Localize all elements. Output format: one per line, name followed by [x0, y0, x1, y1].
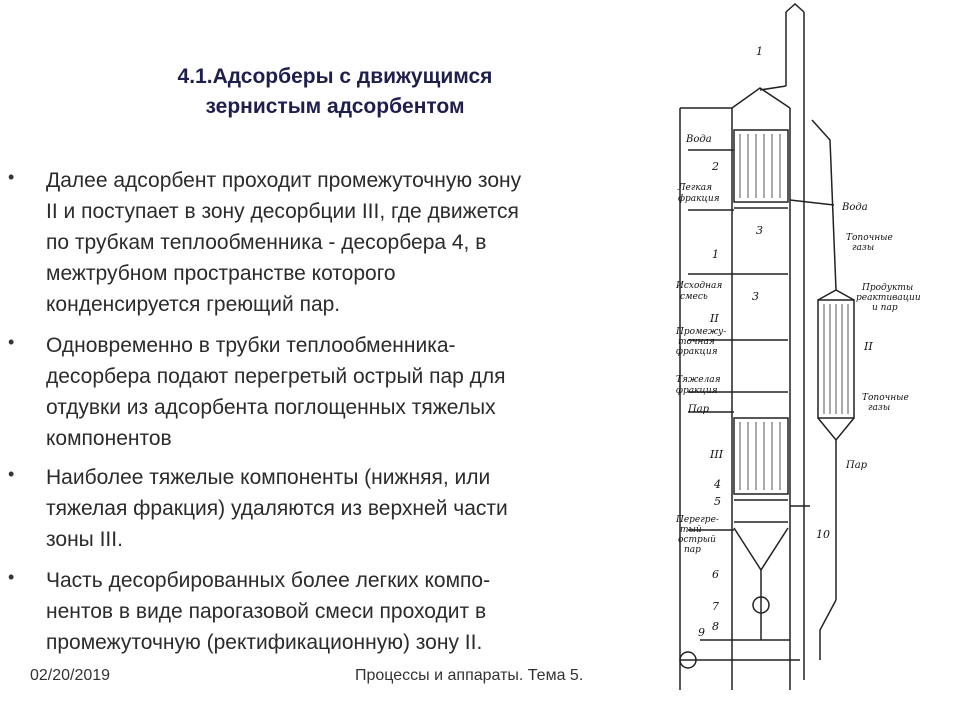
bullet-item-1: Далее адсорбент проходит промежуточную з… — [46, 165, 656, 320]
label-superheated-steam: пар — [684, 545, 701, 555]
bullet-item-3: Наиболее тяжелые компоненты (нижняя, или… — [46, 462, 656, 555]
slide-title-line-1: 4.1.Адсорберы с движущимся — [177, 65, 493, 88]
diagram-number: 6 — [712, 568, 719, 581]
slide-title-line-2: зернистым адсорбентом — [205, 95, 465, 118]
label-steam-left: Пар — [687, 404, 710, 415]
footer-date: 02/20/2019 — [30, 667, 111, 684]
bullet-2-line: десорбера подают перегретый острый пар д… — [46, 365, 506, 388]
bullet-3-line: тяжелая фракция) удаляются из верхней ча… — [46, 497, 508, 520]
label-feed-mixture: смесь — [680, 292, 708, 302]
bullet-1-line: Далее адсорбент проходит промежуточную з… — [46, 169, 522, 192]
label-flue-gases-2: газы — [868, 403, 890, 413]
label-reactivation-products: и пар — [872, 303, 898, 313]
label-heavy-fraction: Тяжелая — [676, 375, 721, 385]
slide-title: 4.1.Адсорберы с движущимся зернистым адс… — [80, 62, 590, 122]
label-superheated-steam: острый — [678, 535, 716, 545]
diagram-number: 5 — [714, 495, 721, 508]
bullet-4-line: Часть десорбированных более легких компо… — [46, 569, 491, 592]
bullet-marker: • — [8, 567, 15, 587]
label-reactivation-products: реактивации — [856, 293, 921, 303]
diagram-number: 2 — [711, 160, 719, 173]
label-light-fraction: фракция — [678, 194, 720, 204]
diagram-number: 10 — [816, 528, 830, 541]
bullet-marker: • — [8, 464, 15, 484]
bullet-list: • Далее адсорбент проходит промежуточную… — [8, 165, 656, 658]
label-intermediate-fraction: Промежу- — [675, 327, 726, 337]
bullet-item-2: Одновременно в трубки теплообменника- де… — [46, 330, 656, 454]
label-superheated-steam: Перегре- — [675, 515, 719, 525]
bullet-3-line: Наиболее тяжелые компоненты (нижняя, или — [46, 466, 491, 489]
bullet-1-line: II и поступает в зону десорбции III, где… — [46, 200, 519, 223]
label-feed-mixture: Исходная — [675, 281, 722, 291]
diagram-number: 3 — [752, 290, 759, 303]
bullet-3-line: зоны III. — [46, 528, 123, 551]
bullet-marker: • — [8, 332, 15, 352]
label-superheated-steam: тый — [680, 525, 702, 535]
label-voda-left: Вода — [685, 134, 712, 145]
diagram-number: 7 — [712, 600, 719, 613]
footer-caption: Процессы и аппараты. Тема 5. — [355, 667, 584, 684]
adsorber-diagram: 1 2 3 1 3 II III 4 5 6 7 8 9 10 II Вода … — [675, 2, 921, 690]
bullet-1-line: по трубкам теплообменника - десорбера 4,… — [46, 231, 487, 254]
diagram-number: II — [709, 312, 719, 325]
bullet-2-line: компонентов — [46, 427, 172, 450]
bullet-2-line: Одновременно в трубки теплообменника- — [46, 334, 456, 357]
label-intermediate-fraction: фракция — [676, 347, 718, 357]
label-light-fraction: Легкая — [677, 183, 712, 193]
label-voda-right: Вода — [841, 202, 868, 213]
diagram-number: III — [709, 448, 724, 461]
bullet-4-line: нентов в виде парогазовой смеси проходит… — [46, 600, 487, 623]
label-steam-right: Пар — [845, 460, 868, 471]
label-flue-gases-2: Топочные — [862, 393, 909, 403]
bullet-marker: • — [8, 167, 15, 187]
label-reactivation-products: Продукты — [861, 283, 913, 293]
label-flue-gases: Топочные — [846, 233, 893, 243]
label-intermediate-fraction: точная — [678, 337, 715, 347]
bullet-1-line: межтрубном пространстве которого — [46, 262, 396, 285]
bullet-1-line: конденсируется греющий пар. — [46, 293, 341, 316]
diagram-number: 4 — [713, 478, 721, 491]
diagram-number: 8 — [712, 620, 719, 633]
bullet-item-4: Часть десорбированных более легких компо… — [46, 565, 656, 658]
diagram-number: 1 — [712, 248, 719, 261]
label-flue-gases: газы — [852, 243, 874, 253]
diagram-number: 1 — [756, 45, 763, 58]
diagram-number: II — [863, 340, 873, 353]
diagram-number: 9 — [698, 626, 705, 639]
bullet-4-line: промежуточную (ректификационную) зону II… — [46, 631, 483, 654]
diagram-number: 3 — [756, 224, 763, 237]
bullet-2-line: отдувки из адсорбента поглощенных тяжелы… — [46, 396, 496, 419]
label-heavy-fraction: фракция — [676, 386, 718, 396]
